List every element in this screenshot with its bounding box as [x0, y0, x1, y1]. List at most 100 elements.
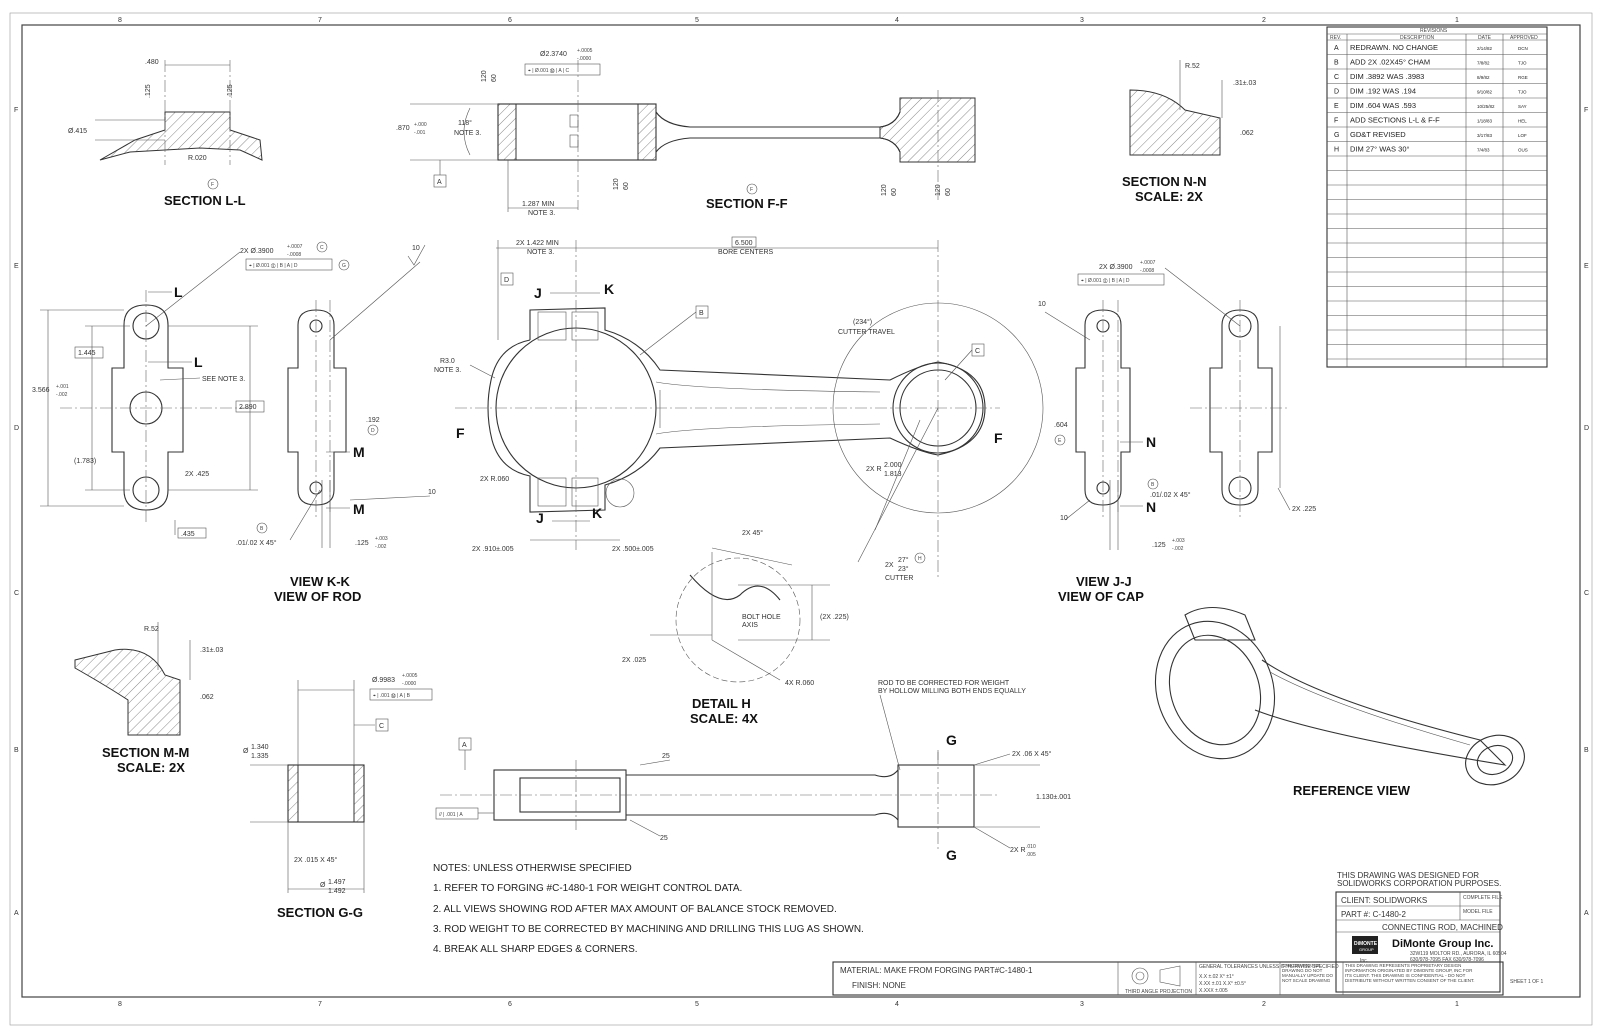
zone-label: A: [14, 910, 19, 917]
dim-text: R3.0: [440, 358, 455, 365]
datum-b: B: [699, 310, 704, 317]
dim-text: 2X .225: [1292, 506, 1316, 513]
zone-label: 2: [1262, 1001, 1266, 1008]
dim-text: +.0005: [577, 48, 593, 54]
note-item: 3. ROD WEIGHT TO BE CORRECTED BY MACHINI…: [433, 924, 864, 935]
dim-text: .01/.02 X 45°: [1150, 491, 1191, 499]
revision-cell: RGE: [1518, 75, 1528, 80]
revision-cell: 9/10/82: [1477, 90, 1493, 95]
logo-text: DiMONTE: [1354, 941, 1378, 947]
cut-label-g: G: [946, 732, 957, 748]
dim-text: -.0000: [402, 681, 416, 687]
revision-cell: GD&T REVISED: [1350, 130, 1406, 139]
note-item: 2. ALL VIEWS SHOWING ROD AFTER MAX AMOUN…: [433, 904, 837, 915]
datum-c: C: [975, 348, 980, 355]
zone-label: 7: [318, 17, 322, 24]
finish-text: FINISH: NONE: [852, 981, 906, 990]
zone-label: 5: [695, 1001, 699, 1008]
revisions-header: DESCRIPTION: [1400, 35, 1435, 41]
dim-text: 1.492: [328, 888, 346, 895]
dim-text: 25: [662, 753, 670, 760]
purpose-text: SOLIDWORKS CORPORATION PURPOSES.: [1337, 879, 1501, 888]
view-jj-cap: 2X Ø.3900 +.0007 -.0008 ⌖ | Ø.001 Ⓢ | B …: [1038, 260, 1316, 604]
company-name: DiMonte Group Inc.: [1392, 938, 1493, 950]
bottom-side-view: A 25 25 // | .001 | A ROD TO BE CORRECTE…: [435, 680, 1071, 863]
revision-cell: DCN: [1518, 46, 1528, 51]
dim-text: BORE CENTERS: [718, 249, 774, 256]
dim-text: AXIS: [742, 622, 758, 629]
zone-label: 4: [895, 17, 899, 24]
dim-text: 60: [491, 74, 498, 82]
dim-text: NOTE 3.: [434, 367, 461, 374]
fcf-9983: ⌖ | .001 Ⓜ | A | B: [373, 693, 411, 699]
dim-text: 60: [891, 188, 898, 196]
zone-labels-top: 8 7 6 5 4 3 2 1: [118, 17, 1459, 24]
zone-label: 8: [118, 1001, 122, 1008]
view-title: SECTION M-M: [102, 745, 189, 760]
company-logo: [1352, 936, 1378, 954]
dim-text: -.002: [56, 392, 68, 398]
dim-text: +.0007: [287, 244, 303, 250]
dim-text: 1.340: [251, 744, 269, 751]
dim-text: .192: [366, 417, 380, 424]
projection-label: THIRD ANGLE PROJECTION: [1125, 989, 1192, 995]
tolerance-row: X.XX ±.01 X.X° ±0.5°: [1199, 981, 1246, 987]
dim-text: 10: [1060, 515, 1068, 522]
detail-h-view: 2X 45° BOLT HOLE AXIS (2X .225) 2X .025 …: [622, 529, 849, 726]
purpose-text: THIS DRAWING WAS DESIGNED FOR: [1337, 871, 1479, 880]
cut-label-f: F: [456, 425, 465, 441]
circle-tag: B: [1151, 482, 1155, 488]
dim-text: 2.000: [884, 462, 902, 469]
dim-text: 6.500: [735, 240, 753, 247]
revision-cell: 7/4/83: [1477, 148, 1490, 153]
note-text: ROD TO BE CORRECTED FOR WEIGHT: [878, 680, 1010, 687]
revision-cell: C: [1334, 74, 1339, 81]
file-label: MODEL FILE: [1463, 909, 1493, 915]
dim-text: .125: [227, 84, 234, 98]
revision-cell: SAY: [1518, 104, 1527, 109]
section-mm-view: R.52 .31±.03 .062 SECTION M-M SCALE: 2X: [74, 622, 223, 775]
circle-tag: H: [918, 556, 922, 562]
circle-tag: D: [371, 428, 375, 434]
address: 630/978-7095 FAX 630/978-7096: [1410, 957, 1484, 963]
dim-text: +.003: [375, 536, 388, 542]
dim-text: 120: [613, 178, 620, 190]
dim-text: .870: [396, 125, 410, 132]
zone-label: C: [14, 590, 19, 597]
view-title: REFERENCE VIEW: [1293, 783, 1411, 798]
cut-label-k: K: [604, 281, 614, 297]
zone-label: B: [1584, 747, 1589, 754]
revision-cell: DIM .192 WAS .194: [1350, 87, 1416, 96]
dim-text: 2X .910±.005: [472, 546, 514, 553]
cut-label-g: G: [946, 847, 957, 863]
revisions-header: DATE: [1478, 35, 1492, 41]
cut-label-k: K: [592, 505, 602, 521]
dim-text: 23°: [898, 565, 909, 573]
revision-cell: HEL: [1518, 119, 1527, 124]
sheet-number: SHEET 1 OF 1: [1510, 979, 1543, 985]
dim-text: CUTTER: [885, 575, 913, 582]
dim-text: .480: [145, 59, 159, 66]
dim-text: 1.287 MIN: [522, 201, 554, 208]
dim-text: 10: [1038, 301, 1046, 308]
datum-a: A: [437, 179, 442, 186]
notes-header: NOTES: UNLESS OTHERWISE SPECIFIED: [433, 863, 632, 874]
dim-text: 60: [623, 182, 630, 190]
revision-cell: 7/8/82: [1477, 61, 1490, 66]
dim-text: 120: [481, 70, 488, 82]
zone-label: 3: [1080, 1001, 1084, 1008]
dim-text: Ø2.3740: [540, 51, 567, 58]
view-subtitle: VIEW OF CAP: [1058, 589, 1144, 604]
revision-cell: REDRAWN. NO CHANGE: [1350, 43, 1438, 52]
view-title: SECTION L-L: [164, 193, 246, 208]
dim-text: +.003: [1172, 538, 1185, 544]
dim-text: Ø.9983: [372, 677, 395, 684]
dim-text: .062: [1240, 130, 1254, 137]
zone-label: 5: [695, 17, 699, 24]
circle-tag: F: [211, 182, 214, 188]
dim-text: -.002: [1172, 546, 1184, 552]
dim-text: 1.813: [884, 471, 902, 478]
cut-label-j: J: [536, 510, 544, 526]
zone-label: B: [14, 747, 19, 754]
general-notes: NOTES: UNLESS OTHERWISE SPECIFIED 1. REF…: [433, 863, 864, 955]
